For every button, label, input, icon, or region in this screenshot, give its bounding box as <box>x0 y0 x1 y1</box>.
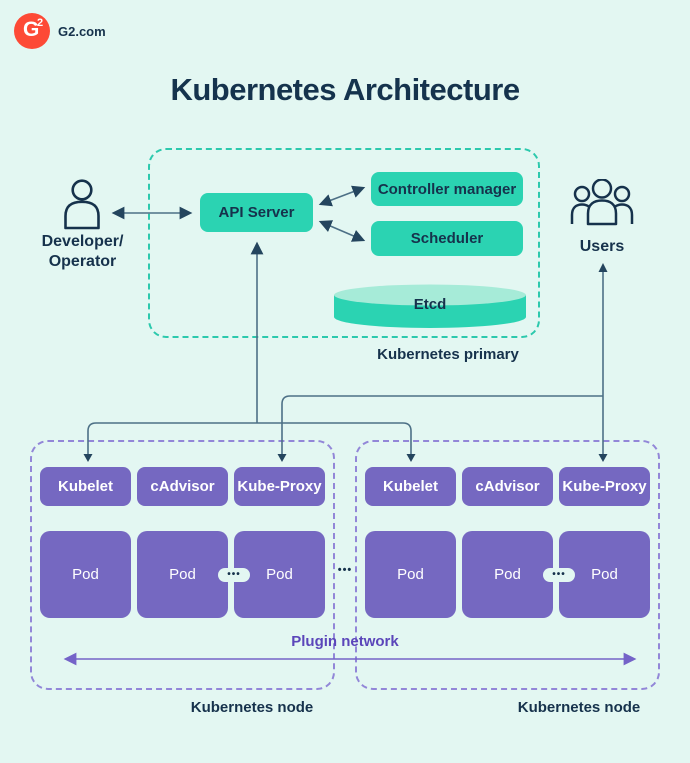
kubelet-box: Kubelet <box>365 467 456 506</box>
pod-row: Pod Pod Pod <box>365 531 650 618</box>
kube-proxy-box: Kube-Proxy <box>234 467 325 506</box>
controller-manager-box: Controller manager <box>371 172 523 206</box>
kube-proxy-box: Kube-Proxy <box>559 467 650 506</box>
kubernetes-node-label-left: Kubernetes node <box>190 699 314 716</box>
users-label: Users <box>579 238 625 255</box>
pod-box: Pod <box>365 531 456 618</box>
developer-label-line1: Developer/ <box>41 233 124 250</box>
cadvisor-box: cAdvisor <box>137 467 228 506</box>
kubernetes-node-box-left: Kubelet cAdvisor Kube-Proxy Pod Pod Pod … <box>30 440 335 690</box>
pod-row: Pod Pod Pod <box>40 531 325 618</box>
g2-logo-superscript: 2 <box>37 17 44 29</box>
component-row: Kubelet cAdvisor Kube-Proxy <box>40 467 325 506</box>
pod-ellipsis: ••• <box>218 568 250 582</box>
kubernetes-primary-label: Kubernetes primary <box>377 346 519 363</box>
cadvisor-box: cAdvisor <box>462 467 553 506</box>
kubernetes-node-box-right: Kubelet cAdvisor Kube-Proxy Pod Pod Pod … <box>355 440 660 690</box>
developer-label-line2: Operator <box>48 253 117 270</box>
etcd-label: Etcd <box>413 296 447 313</box>
pod-box: Pod <box>462 531 553 618</box>
developer-operator-label: Developer/ Operator <box>20 232 145 272</box>
kubernetes-node-label-right: Kubernetes node <box>517 699 641 716</box>
g2-logo: G 2 <box>14 13 50 49</box>
brand-text: G2.com <box>58 24 106 39</box>
pod-ellipsis: ••• <box>543 568 575 582</box>
kubernetes-primary-box <box>148 148 540 338</box>
pod-box: Pod <box>40 531 131 618</box>
component-row: Kubelet cAdvisor Kube-Proxy <box>365 467 650 506</box>
developer-icon <box>64 179 100 230</box>
pod-box: Pod <box>137 531 228 618</box>
etcd-cylinder-shape <box>334 284 526 328</box>
g2-logo-letter: G <box>23 18 40 41</box>
node-ellipsis: ••• <box>337 564 353 576</box>
plugin-network-label: Plugin network <box>291 633 399 650</box>
kubelet-box: Kubelet <box>40 467 131 506</box>
arrowhead-users <box>598 263 608 272</box>
users-icon <box>570 179 634 226</box>
scheduler-box: Scheduler <box>371 221 523 256</box>
api-server-box: API Server <box>200 193 313 232</box>
etcd-cylinder <box>332 283 528 331</box>
page-title: Kubernetes Architecture <box>170 72 520 107</box>
